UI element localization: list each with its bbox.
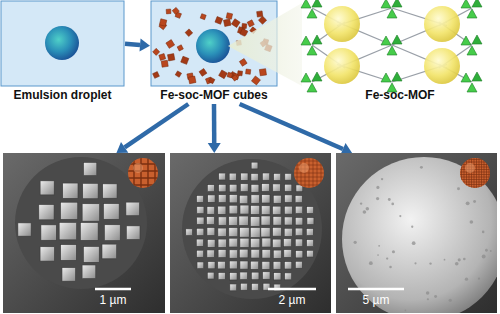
scheme-panel: Fe-soc-MOF <box>300 0 500 104</box>
mof-cube <box>168 54 175 61</box>
mof-cube <box>259 69 266 76</box>
mof-cube <box>188 76 196 84</box>
panel-label: Fe-soc-MOF cubes <box>150 88 278 102</box>
metal-cluster <box>467 83 477 92</box>
scale-bar <box>348 288 404 291</box>
metal-cluster <box>387 9 397 18</box>
mof-cube <box>161 60 168 67</box>
scale-label: 5 µm <box>346 293 406 307</box>
metal-cluster <box>312 0 322 7</box>
metal-cluster <box>307 83 317 92</box>
mof-cube <box>257 11 263 17</box>
mof-cube <box>159 54 166 61</box>
mof-cube <box>200 14 206 20</box>
mof-cube <box>226 13 232 19</box>
arrow-shaft <box>125 104 189 147</box>
flow-arrow <box>208 104 221 153</box>
metal-cluster <box>301 73 311 82</box>
cage-sphere <box>424 6 460 42</box>
metal-cluster <box>312 72 322 81</box>
metal-cluster <box>307 46 317 55</box>
scale-bar <box>95 288 131 291</box>
sem-micrograph <box>3 153 165 313</box>
arrow-head <box>139 38 150 51</box>
sem-micrograph <box>336 153 497 313</box>
mof-cube <box>232 75 238 81</box>
mof-cube <box>181 56 189 64</box>
cage-sphere <box>424 48 460 84</box>
mof-cube <box>258 16 266 24</box>
mof-cube <box>153 48 160 55</box>
mof-cube <box>166 9 171 14</box>
scheme-panel: Fe-soc-MOF cubes <box>150 0 278 104</box>
metal-cluster <box>461 73 471 82</box>
flow-arrow <box>125 38 150 51</box>
mof-cube <box>237 71 242 76</box>
mof-cube <box>251 76 260 85</box>
arrow-shaft <box>125 44 140 45</box>
metal-cluster <box>467 46 477 55</box>
cage-sphere <box>324 6 360 42</box>
metal-cluster <box>307 9 317 18</box>
arrow-head <box>116 142 128 153</box>
sem-image: 1 µm <box>3 153 165 313</box>
scheme-panel: Emulsion droplet <box>0 0 125 104</box>
metal-cluster <box>461 0 471 8</box>
metal-cluster <box>392 0 402 7</box>
metal-cluster <box>381 0 391 8</box>
mof-cube <box>239 59 247 67</box>
scale-label: 2 µm <box>262 293 322 307</box>
mof-cube <box>199 69 207 77</box>
mof-cube <box>219 70 228 79</box>
arrow-shaft <box>212 104 217 143</box>
mof-cube <box>185 29 193 37</box>
metal-cluster <box>472 35 482 44</box>
mof-cube <box>231 19 240 28</box>
mof-cube <box>246 69 251 74</box>
sem-image: 5 µm <box>336 153 497 313</box>
droplet <box>45 26 79 60</box>
panel-label: Fe-soc-MOF <box>300 88 500 102</box>
metal-cluster <box>392 72 402 81</box>
scale-label: 1 µm <box>83 293 143 307</box>
metal-cluster <box>301 0 311 8</box>
mof-cube <box>175 71 181 77</box>
mof-cube <box>159 19 166 26</box>
mof-cube <box>223 19 231 27</box>
scale-bar <box>268 288 316 291</box>
flow-arrow <box>116 104 188 153</box>
metal-cluster <box>392 35 402 44</box>
mof-cube <box>215 17 223 25</box>
mof-cube <box>172 7 179 14</box>
panel-label: Emulsion droplet <box>0 88 125 102</box>
metal-cluster <box>381 36 391 45</box>
mof-cube <box>153 72 160 79</box>
metal-cluster <box>301 36 311 45</box>
mof-cube <box>209 77 215 83</box>
flow-arrow <box>240 104 353 155</box>
metal-cluster <box>472 72 482 81</box>
mof-cube <box>247 20 254 27</box>
metal-cluster <box>467 9 477 18</box>
metal-cluster <box>461 36 471 45</box>
sem-image: 2 µm <box>170 153 331 313</box>
cage-sphere <box>324 48 360 84</box>
panel <box>1 1 124 86</box>
mof-cube <box>177 45 183 51</box>
mof-cube <box>166 40 175 49</box>
metal-cluster <box>387 46 397 55</box>
metal-cluster <box>312 35 322 44</box>
arrow-head <box>208 143 221 153</box>
arrow-shaft <box>240 104 343 149</box>
sem-micrograph <box>170 153 331 313</box>
crystal-structure <box>301 0 482 92</box>
metal-cluster <box>472 0 482 7</box>
metal-cluster <box>381 73 391 82</box>
zoom-wedge <box>228 3 302 86</box>
droplet <box>196 29 230 63</box>
